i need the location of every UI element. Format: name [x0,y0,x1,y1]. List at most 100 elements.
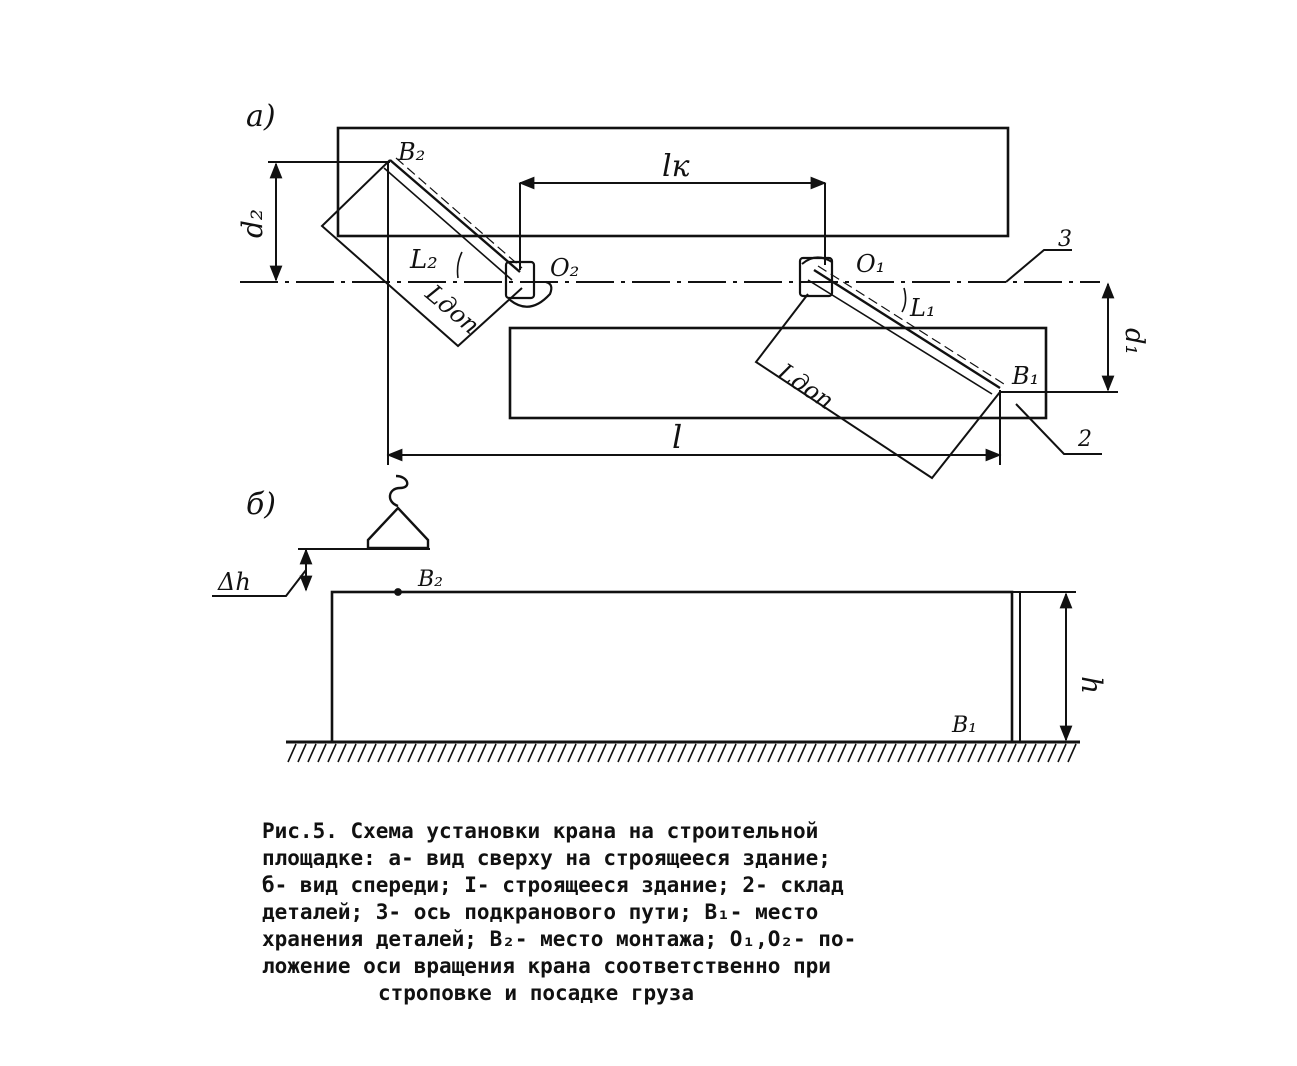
label-l: l [672,418,682,456]
hatch-line [327,743,337,763]
label-l2: L₂ [409,245,438,275]
hatch-line [417,743,427,763]
hatch-line [377,743,387,763]
crane-o2-counterweight [509,280,553,308]
label-lk: lк [662,149,690,184]
hatch-line [337,743,347,763]
b2-front-point [394,588,402,596]
label-ldop-right: Lдоп [772,357,839,415]
hook [388,474,409,508]
hatch-line [957,743,967,763]
label-o2: O₂ [550,254,579,282]
crane-o2-body [504,260,536,300]
ldop-outline-left [320,159,523,348]
hatch-line [927,743,937,763]
hatch-line [887,743,897,763]
label-o1: O₁ [856,250,885,278]
hatch-line [567,743,577,763]
hatch-line [837,743,847,763]
hatch-line [307,743,317,763]
hatch-line [357,743,367,763]
hatch-line [767,743,777,763]
hatch-line [527,743,537,763]
hatch-line [897,743,907,763]
caption-line: Рис.5. Схема установки крана на строител… [262,819,819,843]
dh-leader [212,569,307,597]
hatch-line [677,743,687,763]
caption-line: площадке: а- вид сверху на строящееся зд… [262,846,831,870]
hatch-line [287,743,297,763]
hatch-line [777,743,787,763]
label-b2-top: B₂ [397,138,425,166]
hatch-line [637,743,647,763]
hatch-line [817,743,827,763]
hatch-line [447,743,457,763]
hatch-line [787,743,797,763]
hatch-line [587,743,597,763]
label-3: 3 [1058,227,1072,252]
hatch-line [757,743,767,763]
hatch-line [517,743,527,763]
hatch-line [1017,743,1027,763]
hatch-line [497,743,507,763]
caption-line: деталей; 3- ось подкранового пути; B₁- м… [262,900,819,924]
hatch-line [737,743,747,763]
ground-hatching [287,743,1077,763]
hatch-line [707,743,717,763]
leader-3 [1005,249,1072,283]
hatch-line [1007,743,1017,763]
label-l1: L₁ [909,294,936,322]
caption-line: ложение оси вращения крана соответственн… [262,954,831,978]
hatch-line [437,743,447,763]
hatch-line [667,743,677,763]
hatch-line [547,743,557,763]
building-outline [336,126,1010,238]
boom-o2-b2-upper [389,159,521,273]
label-2: 2 [1077,427,1092,452]
label-b2-front: B₂ [417,567,443,592]
hatch-line [1067,743,1077,763]
label-h: h [1075,676,1108,694]
hatch-line [387,743,397,763]
hatch-line [807,743,817,763]
hatch-line [627,743,637,763]
label-d1: d₁ [1119,328,1149,355]
hatch-line [1027,743,1037,763]
hatch-line [717,743,727,763]
label-b1-top: B₁ [1011,362,1039,390]
ldop-outline-right [754,293,1001,480]
caption-line: хранения деталей; B₂- место монтажа; O₁,… [262,927,857,951]
hatch-line [977,743,987,763]
hatch-line [917,743,927,763]
hatch-line [857,743,867,763]
hatch-line [297,743,307,763]
hatch-line [657,743,667,763]
hatch-line [477,743,487,763]
hatch-line [727,743,737,763]
label-b: б) [246,487,276,522]
angle-arc-right [901,287,907,313]
hatch-line [877,743,887,763]
hatch-line [507,743,517,763]
hatch-line [1037,743,1047,763]
hatch-line [467,743,477,763]
hatch-line [827,743,837,763]
angle-arc-left [456,251,463,279]
hatch-line [967,743,977,763]
hatch-line [687,743,697,763]
leader-2 [1015,403,1102,455]
label-d2: d₂ [236,209,269,238]
hatch-line [427,743,437,763]
label-b1-front: B₁ [951,713,977,738]
hatch-line [617,743,627,763]
boom-o2-b2-lower [383,167,513,281]
boom-o1-b1-lower [807,279,993,395]
hatch-line [797,743,807,763]
load-block [366,506,430,550]
hatch-line [397,743,407,763]
hatch-line [577,743,587,763]
boom-o1-b1-upper [813,268,1001,390]
hatch-line [1047,743,1057,763]
hatch-line [557,743,567,763]
